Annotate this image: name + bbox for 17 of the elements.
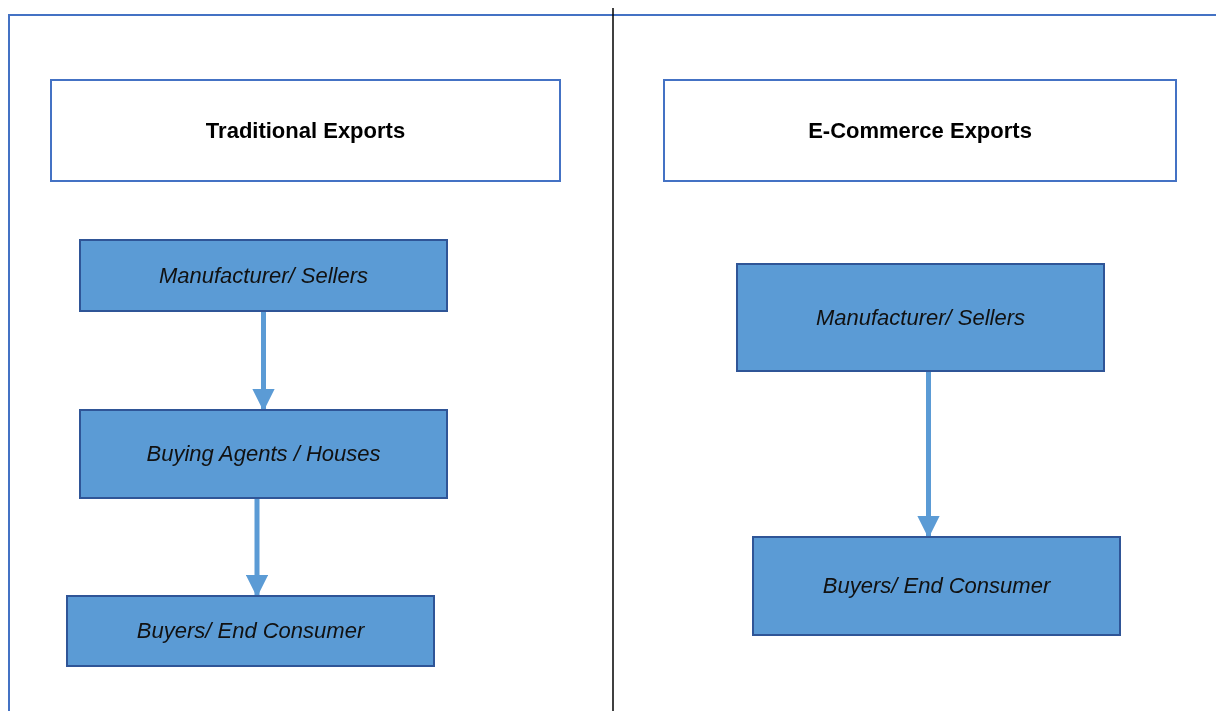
header-box <box>50 79 561 182</box>
process-box <box>752 536 1121 636</box>
step-label: Buying Agents / Houses <box>146 441 381 467</box>
heading-text: E-Commerce Exports <box>808 117 1032 144</box>
header-box <box>663 79 1177 182</box>
step-label: Manufacturer/ Sellers <box>815 304 1026 331</box>
step-label: Buyers/ End Consumer <box>822 573 1051 599</box>
heading-text: Traditional Exports <box>205 117 406 144</box>
process-box <box>79 239 448 312</box>
arrow <box>917 372 940 539</box>
arrow <box>245 499 269 598</box>
process-box <box>66 595 435 667</box>
step-label: Manufacturer/ Sellers <box>158 262 369 289</box>
process-box <box>79 409 448 499</box>
process-box <box>736 263 1105 372</box>
step-label: Buyers/ End Consumer <box>136 618 365 644</box>
arrow <box>252 312 275 412</box>
